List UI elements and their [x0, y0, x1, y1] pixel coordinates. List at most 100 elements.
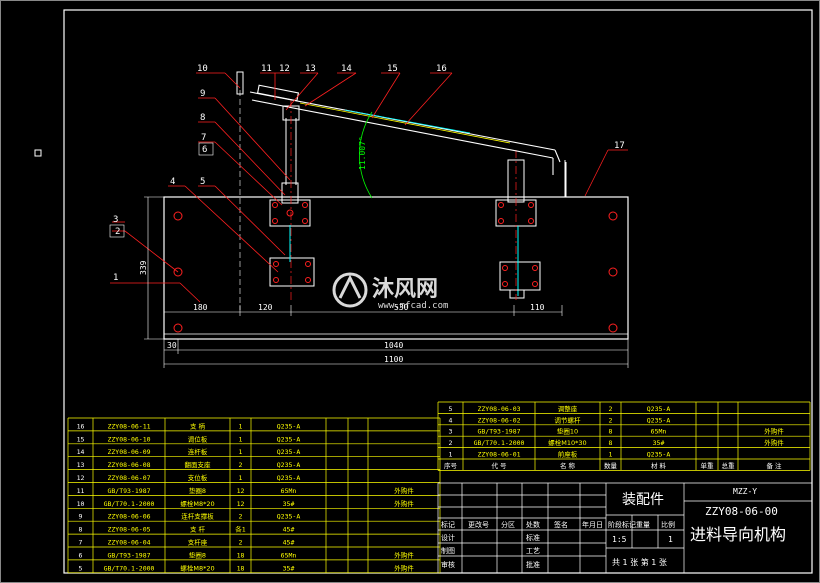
parts-right-cell-name: 调整座 [558, 404, 578, 413]
parts-left-cell-qty: 12 [237, 487, 245, 495]
parts-right-cell-no: 3 [449, 428, 453, 436]
callout-16: 16 [436, 64, 447, 74]
angle-arc [359, 111, 373, 199]
parts-left-cell-no: 13 [77, 461, 85, 469]
parts-left-cell-qty: 2 [239, 539, 243, 547]
parts-right-cell-name: 垫圈10 [557, 427, 578, 436]
parts-right-cell-no: 5 [449, 405, 453, 413]
callout-7: 7 [201, 133, 206, 143]
code-small: MZZ-Y [733, 487, 757, 496]
dim-120: 120 [258, 303, 273, 312]
parts-right-cell-mat: Q235-A [647, 451, 671, 459]
parts-left-cell-mat: 35# [283, 500, 295, 508]
parts-left-cell-no: 8 [79, 526, 83, 534]
parts-left-cell-name: 连杆支撑板 [181, 512, 214, 521]
callout-13: 13 [305, 64, 316, 74]
parts-left-cell-no: 7 [79, 539, 83, 547]
parts-left-cell-mat: Q235-A [277, 461, 301, 469]
parts-left-cell-code: ZZY08-06-04 [107, 539, 150, 547]
rev-label-0: 标记 [441, 520, 455, 529]
parts-left-cell-no: 12 [77, 474, 85, 482]
callout-2: 2 [115, 227, 120, 237]
drawing-name: 进料导向机构 [690, 525, 786, 544]
parts-right-cell-mat: 65Mn [651, 428, 667, 436]
parts-right-cell-qty: 1 [609, 451, 613, 459]
std-label-1: 工艺 [526, 547, 540, 555]
parts-right-header-total: 总重 [722, 461, 736, 470]
callout-leaders [110, 72, 628, 303]
callout-15: 15 [387, 64, 398, 74]
parts-right-cell-code: GB/T70.1-2000 [474, 439, 525, 447]
mounting-holes [173, 211, 618, 333]
parts-left-cell-mat: 45# [283, 526, 295, 534]
parts-left-cell-qty: 2 [239, 513, 243, 521]
parts-left-cell-qty: 1 [239, 422, 243, 430]
angle-dimension: 11.007° [358, 136, 367, 170]
parts-right-header-mat: 材 料 [651, 461, 667, 470]
parts-left-cell-code: ZZY08-06-07 [107, 474, 150, 482]
parts-left-cell-qty: 各1 [235, 525, 246, 534]
parts-left-cell-code: ZZY08-06-08 [107, 461, 150, 469]
callout-8: 8 [200, 113, 205, 123]
rev-label-4: 签名 [554, 520, 568, 529]
row-label-check: 审核 [441, 560, 455, 569]
parts-left-cell-name: 垫圈8 [189, 550, 206, 559]
callout-11: 11 [261, 64, 272, 74]
left-column-bolts [272, 202, 311, 283]
drawing-number: ZZY08-06-00 [705, 505, 778, 518]
parts-left-cell-name: 支杆座 [188, 538, 208, 547]
parts-left-cell-no: 14 [77, 448, 85, 456]
parts-right-cell-no: 1 [449, 451, 453, 459]
parts-right-header-name: 名 称 [560, 461, 576, 470]
parts-right-header-no: 序号 [444, 461, 458, 470]
parts-right-cell-no: 2 [449, 439, 453, 447]
parts-right-header-single: 单重 [701, 461, 715, 470]
std-label-2: 批准 [526, 560, 540, 569]
parts-left-cell-mat: 45# [283, 539, 295, 547]
parts-left-cell-name: 螺栓M8*20 [180, 563, 214, 572]
parts-left-cell-code: ZZY08-06-10 [107, 435, 150, 443]
parts-left-cell-name: 支位板 [188, 473, 208, 482]
parts-right-cell-code: ZZY08-06-01 [477, 451, 520, 459]
callout-4: 4 [170, 177, 175, 187]
callout-3: 3 [113, 215, 118, 225]
parts-left-cell-qty: 1 [239, 435, 243, 443]
parts-left-cell-qty: 12 [237, 500, 245, 508]
parts-left-cell-mat: 65Mn [281, 551, 297, 559]
parts-left-cell-no: 15 [77, 435, 85, 443]
rev-label-1: 更改号 [468, 520, 489, 529]
row-label-design: 设计 [441, 533, 455, 542]
parts-left-cell-qty: 2 [239, 461, 243, 469]
selection-marker[interactable] [34, 149, 42, 157]
parts-left-cell-note: 外购件 [394, 486, 414, 495]
parts-left-cell-no: 16 [77, 422, 85, 430]
parts-left-cell-code: ZZY08-06-05 [107, 526, 150, 534]
parts-left-cell-mat: Q235-A [277, 422, 301, 430]
scale-value: 1:5 [612, 535, 627, 544]
dim-530: 530 [394, 303, 409, 312]
parts-left-cell-mat: Q235-A [277, 448, 301, 456]
parts-left-cell-note: 外购件 [394, 563, 414, 572]
left-stop-bracket [236, 71, 244, 310]
parts-left-cell-mat: 35# [283, 564, 295, 572]
parts-left-cell-qty: 1 [239, 474, 243, 482]
dim-1100: 1100 [384, 355, 403, 364]
parts-right-cell-no: 4 [449, 416, 453, 424]
parts-left-cell-name: 连杆板 [188, 447, 208, 456]
dim-339: 339 [139, 260, 148, 275]
parts-right-cell-qty: 2 [609, 405, 613, 413]
callout-12: 12 [279, 64, 290, 74]
parts-left-cell-no: 9 [79, 513, 83, 521]
parts-left-cell-qty: 18 [237, 564, 245, 572]
rev-label-3: 处数 [526, 520, 540, 529]
parts-left-cell-code: ZZY08-06-06 [107, 513, 150, 521]
parts-left-cell-no: 10 [77, 500, 85, 508]
std-label-0: 标准 [526, 533, 540, 542]
rev-label-2: 分区 [501, 520, 515, 529]
rev-label-5: 年月日 [582, 520, 603, 529]
callout-5: 5 [200, 177, 205, 187]
parts-right-cell-name: 螺栓M10*30 [548, 438, 586, 447]
dim-110: 110 [530, 303, 545, 312]
qty-value: 1 [668, 535, 673, 544]
